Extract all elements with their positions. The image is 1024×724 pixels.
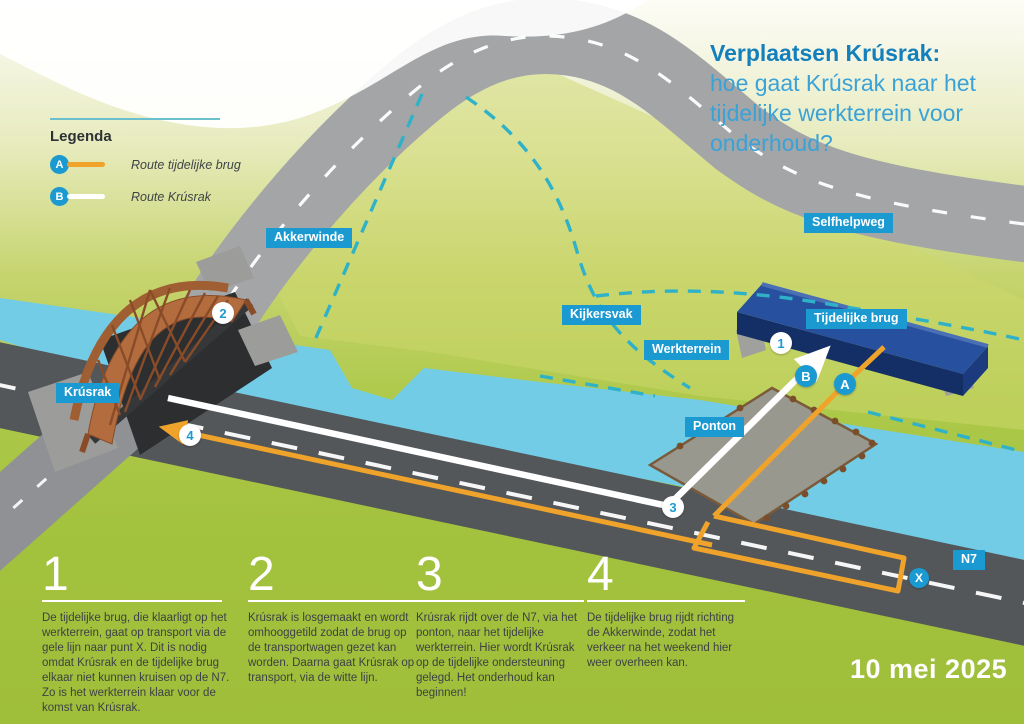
step-3-number: 3	[416, 548, 443, 601]
step-3-text: Krúsrak rijdt over de N7, via het ponton…	[416, 612, 578, 699]
top-wave	[0, 0, 648, 129]
route-a-swatch	[67, 162, 105, 167]
label-krusrak: Krúsrak	[56, 383, 120, 403]
step-1-rule	[42, 600, 222, 602]
marker-point-x: X	[909, 568, 929, 588]
step-1: 1 De tijdelijke brug, die klaarligt op h…	[42, 548, 240, 716]
step-2: 2 Krúsrak is losgemaakt en wordt omhoogg…	[248, 548, 416, 686]
step-4-text: De tijdelijke brug rijdt richting de Akk…	[587, 612, 735, 669]
legend-label: Route tijdelijke brug	[131, 157, 241, 172]
title-block: Verplaatsen Krúsrak: hoe gaat Krúsrak na…	[710, 38, 1022, 158]
step-4-number: 4	[587, 548, 614, 601]
step-2-number: 2	[248, 548, 275, 601]
label-werkterrein: Werkterrein	[644, 340, 730, 360]
legend-item-route-a: A Route tijdelijke brug	[50, 155, 250, 174]
route-a-badge: A	[50, 155, 69, 174]
legend-label: Route Krúsrak	[131, 189, 211, 204]
route-a-line	[158, 345, 907, 594]
marker-route-b: B	[795, 365, 817, 387]
step-3-rule	[416, 600, 584, 602]
road-akkerwinde-selfhelpweg	[175, 0, 1024, 352]
marker-route-a: A	[834, 373, 856, 395]
step-3: 3 Krúsrak rijdt over de N7, via het pont…	[416, 548, 588, 701]
label-n7: N7	[953, 550, 985, 570]
legend-heading: Legenda	[50, 128, 112, 145]
step-1-number: 1	[42, 548, 69, 601]
ponton	[647, 386, 879, 526]
route-b-badge: B	[50, 187, 69, 206]
marker-step-2: 2	[212, 302, 234, 324]
step-2-rule	[248, 600, 416, 602]
label-ponton: Ponton	[685, 417, 745, 437]
label-kijkersvak: Kijkersvak	[562, 305, 641, 325]
page-subtitle: hoe gaat Krúsrak naar het tijdelijke wer…	[710, 70, 976, 156]
legend: Legenda A Route tijdelijke brug B Route …	[50, 118, 250, 219]
step-2-text: Krúsrak is losgemaakt en wordt omhoogget…	[248, 612, 415, 684]
route-b-swatch	[67, 194, 105, 199]
marker-step-1: 1	[770, 332, 792, 354]
label-tijdelijke-brug: Tijdelijke brug	[806, 309, 907, 329]
step-4: 4 De tijdelijke brug rijdt richting de A…	[587, 548, 747, 671]
step-4-rule	[587, 600, 745, 602]
event-date: 10 mei 2025	[850, 654, 1008, 684]
legend-rule	[50, 118, 220, 120]
area-boundaries	[313, 93, 1024, 454]
label-akkerwinde: Akkerwinde	[266, 228, 353, 248]
label-selfhelpweg: Selfhelpweg	[804, 213, 893, 233]
step-1-text: De tijdelijke brug, die klaarligt op het…	[42, 612, 230, 714]
marker-step-3: 3	[662, 496, 684, 518]
legend-item-route-b: B Route Krúsrak	[50, 187, 250, 206]
page-title: Verplaatsen Krúsrak:	[710, 40, 941, 66]
marker-step-4: 4	[179, 424, 201, 446]
